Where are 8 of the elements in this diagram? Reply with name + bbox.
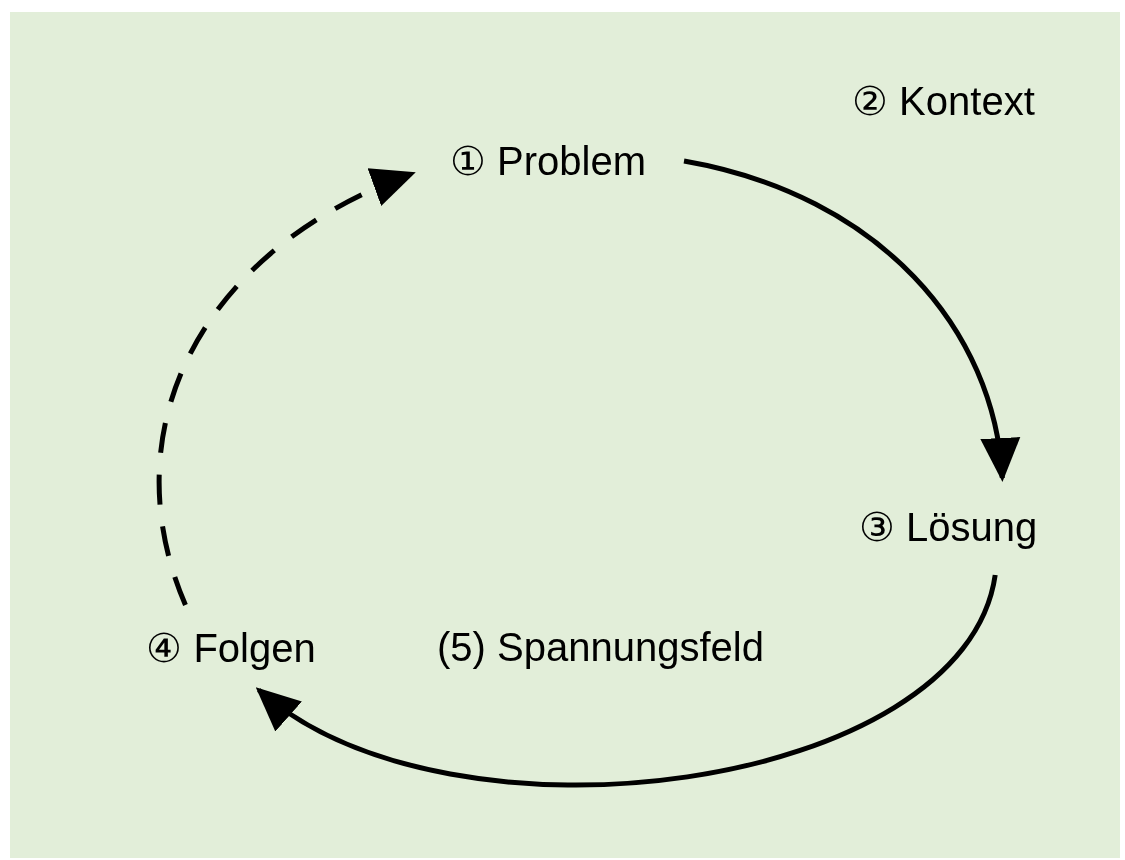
dashed-arrow — [156, 170, 416, 606]
arrow — [255, 574, 998, 787]
annotation-label: (5) Spannungsfeld — [437, 625, 764, 670]
arrow — [683, 158, 1018, 482]
annotation-label: ② Kontext — [852, 78, 1035, 124]
node-label: ④ Folgen — [146, 624, 316, 671]
node-label: ① Problem — [449, 138, 647, 184]
node-label: ③ Lösung — [858, 503, 1038, 550]
